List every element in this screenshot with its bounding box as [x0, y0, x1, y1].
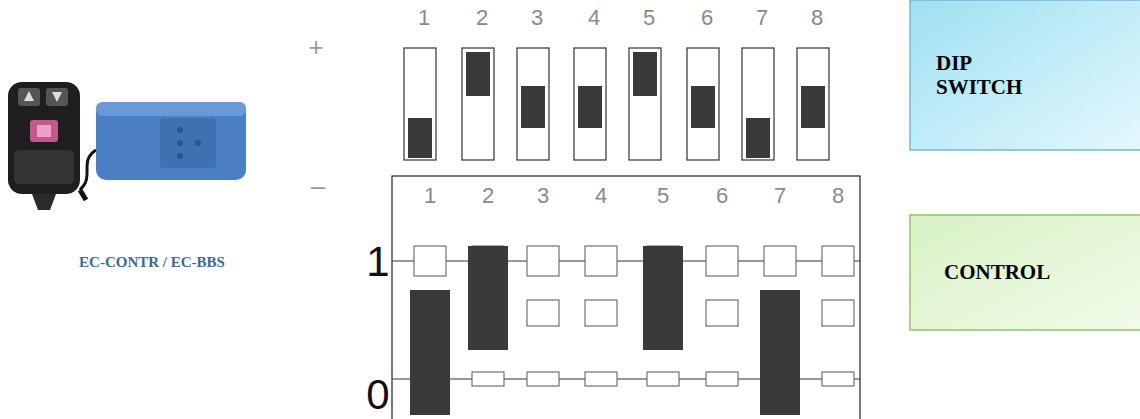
- receiver-box: [80, 102, 246, 200]
- panel-title: CONTROL: [944, 260, 1034, 284]
- switch-number: 5: [643, 7, 655, 29]
- panel-box: CONTROL: [910, 215, 1140, 330]
- switch-number: 7: [774, 185, 786, 207]
- switch-number: 8: [832, 185, 844, 207]
- switch-number: 1: [418, 7, 430, 29]
- dip-switch: [404, 48, 829, 160]
- switch-number: 6: [701, 7, 713, 29]
- panel-ground: [910, 0, 1140, 150]
- switch-number: 3: [531, 7, 543, 29]
- switch-number: 8: [811, 7, 823, 29]
- state-value: 1: [366, 241, 389, 283]
- switch-number: 2: [476, 7, 488, 29]
- switch-number: 7: [756, 7, 768, 29]
- switch-number: 4: [595, 185, 607, 207]
- switch-number: 5: [657, 185, 669, 207]
- switch-number: 1: [424, 185, 436, 207]
- switch-number: 6: [716, 185, 728, 207]
- model-caption: EC-CONTR / EC-BBS: [79, 255, 225, 270]
- switch-number: 3: [537, 185, 549, 207]
- panel-box: DIP SWITCH: [910, 0, 1140, 150]
- polarity-sign: –: [311, 173, 325, 199]
- switch-number: 2: [482, 185, 494, 207]
- state-value: 0: [366, 374, 389, 416]
- panel-title: DIP SWITCH: [936, 51, 1026, 99]
- switch-number: 4: [588, 7, 600, 29]
- remote-control: [8, 82, 80, 210]
- polarity-sign: +: [308, 34, 323, 60]
- control-diagram: [392, 176, 860, 419]
- panel-ground: [910, 215, 1140, 330]
